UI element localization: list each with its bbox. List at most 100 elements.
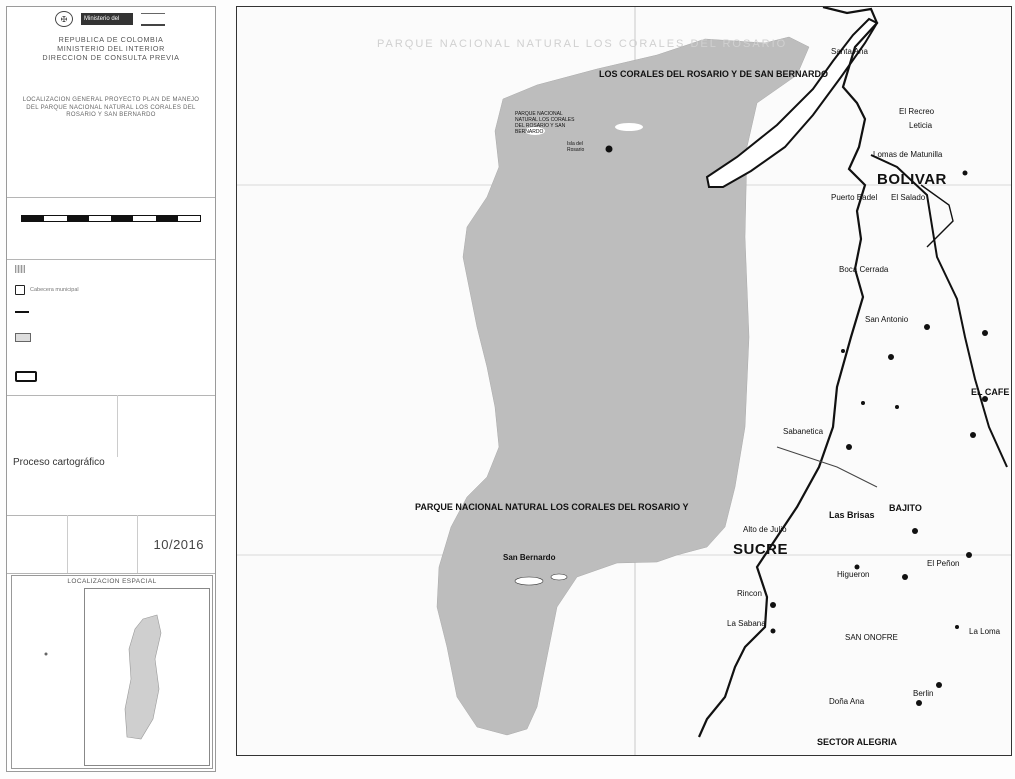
island-top-left [525,127,545,135]
settlement-dot [982,330,988,336]
label-sucre: SUCRE [733,541,789,558]
logo-row: ✠ Ministerio del Interior [55,11,165,34]
ministry-logo: Ministerio del Interior [81,13,133,34]
settlement-dot [861,401,865,405]
label-dona-ana: Doña Ana [829,697,865,706]
settlement-dot [854,564,860,570]
title-block: ✠ Ministerio del Interior REPUBLICA DE C… [6,6,216,772]
map-drawing: PARQUE NACIONAL NATURAL LOS CORALES DEL … [237,7,1011,755]
settlement-dot [841,349,845,353]
settlement-dot [966,552,972,558]
label-sector-alegria: SECTOR ALEGRIA [817,737,898,747]
label-isla-rosario: Isla del Rosario [567,141,585,153]
label-pnn-small: PARQUE NACIONAL NATURAL LOS CORALES DEL … [515,111,575,135]
heading-line-3: DIRECCION DE CONSULTA PREVIA [42,53,180,62]
settlement-dot [605,145,613,153]
settlement-dot [982,396,988,402]
road-symbol-icon [15,311,29,313]
legend-item-road [15,311,29,313]
footer-cell-1 [7,515,68,573]
boundary-symbol-icon [15,371,37,382]
legend-item-boundary [15,371,37,382]
label-bolivar: BOLIVAR [877,171,947,188]
label-el-salado: El Salado [891,193,926,202]
road-line [776,446,878,488]
settlement-dot [895,405,899,409]
settlement-dot [970,432,976,438]
footer-cells: 10/2016 [7,515,215,574]
park-area-symbol-icon [15,333,31,342]
settlement-dot [846,444,852,450]
label-san-antonio: San Antonio [865,315,909,324]
label-las-brisas: Las Brisas [829,510,875,520]
island-top-mid [615,123,643,131]
label-puerto-badel: Puerto Badel [831,193,878,202]
label-boca-cerrada: Boca Cerrada [839,265,889,274]
label-pnn-main: PARQUE NACIONAL NATURAL LOS CORALES DEL … [415,502,689,512]
date-value: 10/2016 [153,537,204,552]
locator-map: LOCALIZACION ESPACIAL [11,575,213,769]
locator-inset-frame [84,588,210,766]
faint-band-text: PARQUE NACIONAL NATURAL LOS CORALES DEL … [377,38,787,50]
settlement-dot [924,324,930,330]
island-san-bernardo-1 [514,576,544,586]
settlement-dot [955,625,959,629]
flag-stripes-icon [141,12,165,26]
info-section: Proceso cartográfico [7,395,215,516]
settlement-dot [888,354,894,360]
label-lomas-de-matunilla: Lomas de Matunilla [873,150,943,159]
process-label: Proceso cartográfico [13,457,105,468]
locator-small-mark-icon [44,652,48,656]
label-los-corales-top: LOS CORALES DEL ROSARIO Y DE SAN BERNARD… [599,69,829,79]
mainland-coastline [697,7,879,738]
institution-heading: REPUBLICA DE COLOMBIA MINISTERIO DEL INT… [7,35,215,62]
settlement-dot [902,574,908,580]
locator-title: LOCALIZACION ESPACIAL [67,578,157,585]
label-la-loma: La Loma [969,627,1001,636]
legend: Cabecera municipal [7,259,215,396]
locator-inset-shape [124,614,162,740]
town-symbol-icon [15,285,25,295]
label-san-onofre: SAN ONOFRE [845,633,898,642]
island-san-bernardo-2 [550,573,568,581]
settlement-dot [962,170,968,176]
label-el-penon: El Peñon [927,559,960,568]
settlement-dot [916,700,922,706]
heading-line-1: REPUBLICA DE COLOMBIA [58,35,164,44]
main-map: PARQUE NACIONAL NATURAL LOS CORALES DEL … [236,6,1012,756]
label-sabanetica: Sabanetica [783,427,824,436]
label-la-sabana: La Sabana [727,619,766,628]
legend-item-park [15,333,31,342]
baru-peninsula [705,17,879,188]
label-san-bernardo: San Bernardo [503,553,556,562]
scale-section [7,197,215,260]
label-santa-ana: Santa Ana [831,47,868,56]
settlement-dot [770,602,776,608]
colombia-seal-icon: ✠ [55,11,73,27]
info-col-right [117,395,214,457]
department-boundary [870,154,1008,468]
label-higueron: Higueron [837,570,870,579]
boundary-branch [920,184,954,248]
legend-label-town: Cabecera municipal [30,287,79,293]
label-alto-de-julio: Alto de Julio [743,525,787,534]
heading-line-2: MINISTERIO DEL INTERIOR [57,44,165,53]
scale-bar [21,215,201,222]
label-rincon: Rincon [737,589,762,598]
label-el-recreo: El Recreo [899,107,935,116]
park-area [436,36,810,736]
label-berlin: Berlin [913,689,934,698]
label-leticia: Leticia [909,121,933,130]
title-block-header: ✠ Ministerio del Interior REPUBLICA DE C… [7,7,215,198]
settlement-dot [936,682,942,688]
project-description: LOCALIZACION GENERAL PROYECTO PLAN DE MA… [22,97,200,118]
grid-symbol-icon [15,265,25,273]
footer-cell-2 [67,515,138,573]
settlement-dot [770,628,776,634]
settlement-dot [912,528,918,534]
legend-item-town: Cabecera municipal [15,285,79,295]
legend-item-grid [15,265,25,273]
label-el-cafe: EL CAFE [971,387,1010,397]
info-col-left [7,395,118,457]
